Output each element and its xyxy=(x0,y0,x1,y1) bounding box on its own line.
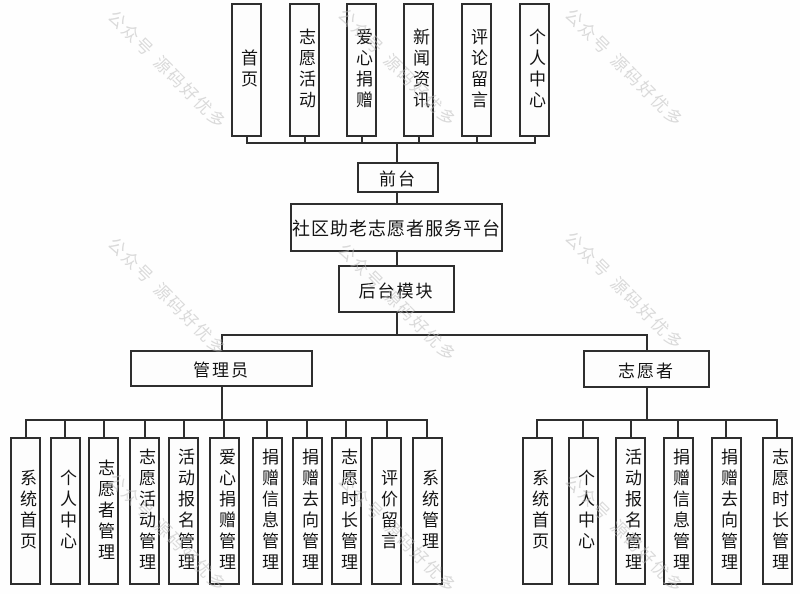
node-label: 志愿者 xyxy=(618,361,675,382)
node-label: 爱心捐赠 xyxy=(352,28,372,112)
node-label: 后台模块 xyxy=(358,281,435,302)
connector-line xyxy=(223,421,225,437)
watermark-text: 公众号 源码好优多 xyxy=(103,7,230,135)
watermark-text: 公众号 源码好优多 xyxy=(103,234,230,362)
connector-line xyxy=(345,421,347,437)
node-front-love-donation: 爱心捐赠 xyxy=(346,3,377,137)
node-label: 系统管理 xyxy=(418,469,438,553)
connector-line xyxy=(418,136,420,143)
node-vol-donation-info-mgmt: 捐赠信息管理 xyxy=(663,437,694,585)
node-platform-root: 社区助老志愿者服务平台 xyxy=(290,203,503,252)
connector-line xyxy=(361,136,363,143)
connector-line xyxy=(396,193,398,203)
connector-line xyxy=(396,313,398,335)
connector-line xyxy=(246,136,248,143)
node-admin-volunteer-mgmt: 志愿者管理 xyxy=(88,437,119,585)
node-front-home: 首页 xyxy=(231,3,262,137)
node-label: 评价留言 xyxy=(377,469,397,553)
node-admin-donation-info-mgmt: 捐赠信息管理 xyxy=(252,437,283,585)
node-vol-personal-center: 个人中心 xyxy=(568,437,599,585)
node-label: 首页 xyxy=(237,49,257,91)
node-label: 活动报名管理 xyxy=(174,448,194,574)
node-admin-system-mgmt: 系统管理 xyxy=(412,437,443,585)
connector-line xyxy=(306,421,308,437)
connector-line xyxy=(536,421,538,437)
node-front-comments: 评论留言 xyxy=(461,3,492,137)
connector-line xyxy=(221,387,223,420)
node-admin-donation-mgmt: 爱心捐赠管理 xyxy=(209,437,240,585)
node-label: 社区助老志愿者服务平台 xyxy=(292,218,501,240)
node-admin-role: 管理员 xyxy=(130,350,313,387)
node-label: 志愿活动 xyxy=(295,28,315,112)
connector-line xyxy=(426,421,428,437)
node-label: 个人中心 xyxy=(525,28,545,112)
watermark-text: 公众号 源码好优多 xyxy=(560,5,687,133)
connector-line xyxy=(221,334,648,336)
node-label: 个人中心 xyxy=(574,469,594,553)
connector-line xyxy=(386,421,388,437)
watermark-text: 公众号 源码好优多 xyxy=(560,228,687,356)
node-front-news: 新闻资讯 xyxy=(403,3,434,137)
node-label: 管理员 xyxy=(193,361,250,381)
node-admin-signup-mgmt: 活动报名管理 xyxy=(168,437,199,585)
connector-line xyxy=(246,142,536,144)
node-label: 新闻资讯 xyxy=(409,28,429,112)
node-volunteer-role: 志愿者 xyxy=(583,350,710,388)
node-label: 捐赠去向管理 xyxy=(717,448,737,574)
connector-line xyxy=(144,421,146,437)
node-front-volunteer-activity: 志愿活动 xyxy=(289,3,320,137)
connector-line xyxy=(396,252,398,265)
connector-line xyxy=(725,421,727,437)
connector-line xyxy=(677,421,679,437)
node-front-personal-center: 个人中心 xyxy=(519,3,550,137)
node-backend-module: 后台模块 xyxy=(338,265,455,313)
node-label: 捐赠去向管理 xyxy=(298,448,318,574)
connector-line xyxy=(536,419,778,421)
node-label: 捐赠信息管理 xyxy=(258,448,278,574)
node-vol-donation-destination-mgmt: 捐赠去向管理 xyxy=(711,437,742,585)
connector-line xyxy=(304,136,306,143)
connector-line xyxy=(776,421,778,437)
node-label: 评论留言 xyxy=(467,28,487,112)
node-admin-review-comments: 评价留言 xyxy=(371,437,402,585)
node-vol-system-home: 系统首页 xyxy=(522,437,553,585)
node-label: 爱心捐赠管理 xyxy=(215,448,235,574)
connector-line xyxy=(221,336,223,350)
node-label: 捐赠信息管理 xyxy=(669,448,689,574)
node-admin-donation-destination-mgmt: 捐赠去向管理 xyxy=(292,437,323,585)
connector-line xyxy=(534,136,536,143)
node-label: 志愿活动管理 xyxy=(135,448,155,574)
connector-line xyxy=(582,421,584,437)
node-label: 活动报名管理 xyxy=(621,448,641,574)
node-admin-personal-center: 个人中心 xyxy=(50,437,81,585)
node-vol-volunteer-hours-mgmt: 志愿时长管理 xyxy=(762,437,793,585)
node-label: 系统首页 xyxy=(16,469,36,553)
node-label: 系统首页 xyxy=(528,469,548,553)
connector-line xyxy=(630,421,632,437)
connector-line xyxy=(64,421,66,437)
connector-line xyxy=(396,144,398,162)
node-front-desk: 前台 xyxy=(357,162,439,193)
node-admin-volunteer-hours-mgmt: 志愿时长管理 xyxy=(331,437,362,585)
node-admin-activity-mgmt: 志愿活动管理 xyxy=(129,437,160,585)
node-vol-signup-mgmt: 活动报名管理 xyxy=(615,437,646,585)
node-label: 前台 xyxy=(379,170,417,190)
node-admin-system-home: 系统首页 xyxy=(10,437,41,585)
connector-line xyxy=(266,421,268,437)
connector-line xyxy=(183,421,185,437)
connector-line xyxy=(25,419,428,421)
connector-line xyxy=(646,336,648,350)
connector-line xyxy=(646,388,648,420)
node-label: 志愿时长管理 xyxy=(337,448,357,574)
connector-line xyxy=(25,421,27,437)
connector-line xyxy=(476,136,478,143)
connector-line xyxy=(103,421,105,437)
node-label: 个人中心 xyxy=(56,469,76,553)
node-label: 志愿时长管理 xyxy=(768,448,788,574)
node-label: 志愿者管理 xyxy=(94,458,114,564)
